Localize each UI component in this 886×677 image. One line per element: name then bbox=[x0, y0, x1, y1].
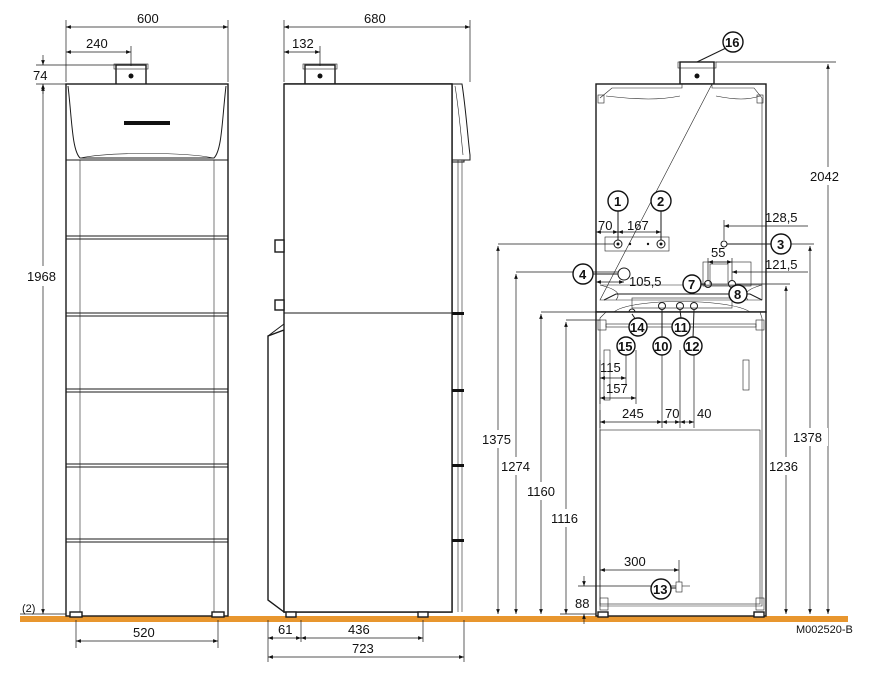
reference-code: M002520-B bbox=[796, 624, 853, 636]
side-view-dimensions: 680 132 61 436 723 bbox=[267, 11, 471, 662]
dim-front-flue-offset: 240 bbox=[86, 36, 108, 51]
dim-front-feet-spacing: 520 bbox=[133, 625, 155, 640]
dim-front-width: 600 bbox=[137, 11, 159, 26]
front-view bbox=[65, 63, 229, 618]
dim-rear-total-height: 2042 bbox=[810, 169, 839, 184]
dim-rear-40: 40 bbox=[697, 406, 711, 421]
dim-side-foot-front: 61 bbox=[278, 622, 292, 637]
dim-rear-1160: 1160 bbox=[527, 484, 555, 499]
dim-rear-1116: 1116 bbox=[551, 511, 578, 526]
callout-8: 8 bbox=[734, 287, 741, 302]
callout-7: 7 bbox=[688, 277, 695, 292]
dim-front-height: 1968 bbox=[27, 269, 56, 284]
dim-rear-157: 157 bbox=[606, 381, 628, 396]
dim-front-flue-height: 74 bbox=[33, 68, 47, 83]
floor-note: (2) bbox=[22, 603, 35, 615]
callout-3: 3 bbox=[777, 237, 784, 252]
callout-14: 14 bbox=[630, 320, 645, 335]
callout-1: 1 bbox=[614, 194, 621, 209]
dim-rear-121-5: 121,5 bbox=[765, 257, 798, 272]
dim-side-foot-spacing: 436 bbox=[348, 622, 370, 637]
floor-line bbox=[20, 616, 848, 622]
dim-side-total-depth: 723 bbox=[352, 641, 374, 656]
dim-rear-1236: 1236 bbox=[769, 459, 798, 474]
rear-view bbox=[595, 61, 767, 618]
callout-16: 16 bbox=[725, 35, 739, 50]
dim-rear-70-top: 70 bbox=[598, 218, 612, 233]
dim-rear-128-5: 128,5 bbox=[765, 210, 798, 225]
dim-side-flue-offset: 132 bbox=[292, 36, 314, 51]
dim-rear-245: 245 bbox=[622, 406, 644, 421]
rear-view-dimensions: 2042 70 167 128,5 55 121,5 105,5 1375 bbox=[481, 61, 844, 624]
callout-11: 11 bbox=[674, 320, 688, 335]
dim-side-depth: 680 bbox=[364, 11, 386, 26]
dim-rear-1378: 1378 bbox=[793, 430, 822, 445]
callout-4: 4 bbox=[579, 267, 587, 282]
callout-10: 10 bbox=[654, 339, 668, 354]
callouts: 16 1 2 3 4 7 8 14 11 15 bbox=[572, 31, 792, 600]
dim-rear-1375: 1375 bbox=[482, 432, 511, 447]
side-view bbox=[267, 63, 471, 618]
callout-15: 15 bbox=[618, 339, 632, 354]
dim-rear-55: 55 bbox=[711, 245, 725, 260]
callout-13: 13 bbox=[653, 582, 667, 597]
dim-rear-88: 88 bbox=[575, 596, 589, 611]
dim-rear-300: 300 bbox=[624, 554, 646, 569]
dim-rear-167: 167 bbox=[627, 218, 649, 233]
dim-rear-115: 115 bbox=[600, 360, 621, 375]
callout-12: 12 bbox=[685, 339, 699, 354]
dim-rear-70-bottom: 70 bbox=[665, 406, 679, 421]
callout-2: 2 bbox=[657, 194, 664, 209]
dim-rear-105-5: 105,5 bbox=[629, 274, 662, 289]
dim-rear-1274: 1274 bbox=[501, 459, 530, 474]
front-view-dimensions: 600 240 74 1968 (2) 520 bbox=[20, 11, 229, 648]
